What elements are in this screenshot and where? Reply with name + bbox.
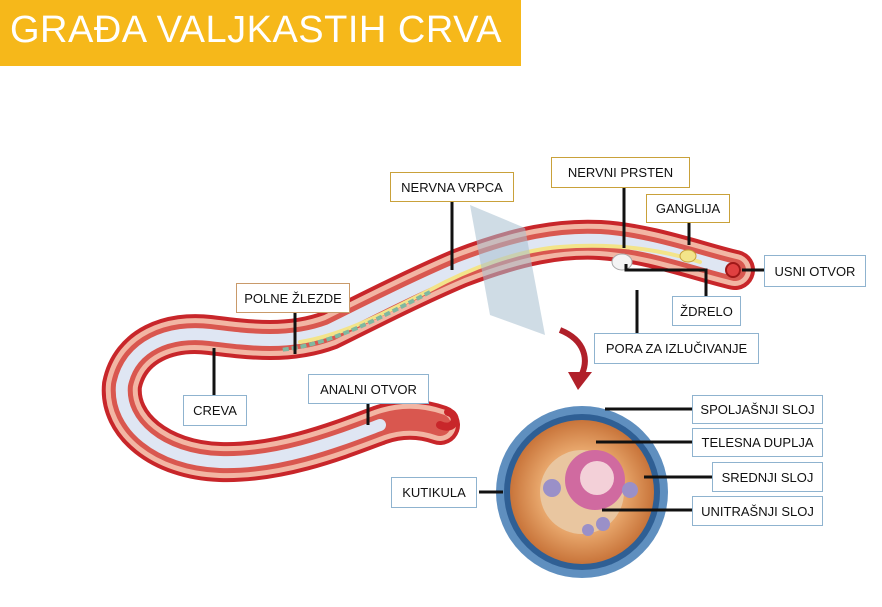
label-kutikula: KUTIKULA	[391, 477, 477, 508]
leader-lines	[212, 188, 764, 512]
label-polne-zlezde: POLNE ŽLEZDE	[236, 283, 350, 313]
label-nervni-prsten: NERVNI PRSTEN	[551, 157, 690, 188]
label-srednji-sloj: SREDNJI SLOJ	[712, 462, 823, 492]
cross-section	[496, 406, 668, 578]
label-analni-otvor: ANALNI OTVOR	[308, 374, 429, 404]
label-usni-otvor: USNI OTVOR	[764, 255, 866, 287]
section-arrow	[558, 327, 588, 380]
worm-body	[101, 219, 755, 483]
label-telesna-duplja: TELESNA DUPLJA	[692, 428, 823, 457]
label-nervna-vrpca: NERVNA VRPCA	[390, 172, 514, 202]
title-banner: GRAĐA VALJKASTIH CRVA	[0, 0, 521, 66]
section-plane	[470, 205, 545, 335]
label-creva: CREVA	[183, 395, 247, 426]
label-spoljasnji-sloj: SPOLJAŠNJI SLOJ	[692, 395, 823, 424]
page-title: GRAĐA VALJKASTIH CRVA	[10, 9, 502, 51]
label-pora-za-izlucivanje: PORA ZA IZLUČIVANJE	[594, 333, 759, 364]
label-ganglija: GANGLIJA	[646, 194, 730, 223]
label-unutrasnji-sloj: UNITRAŠNJI SLOJ	[692, 496, 823, 526]
label-zdrelo: ŽDRELO	[672, 296, 741, 326]
